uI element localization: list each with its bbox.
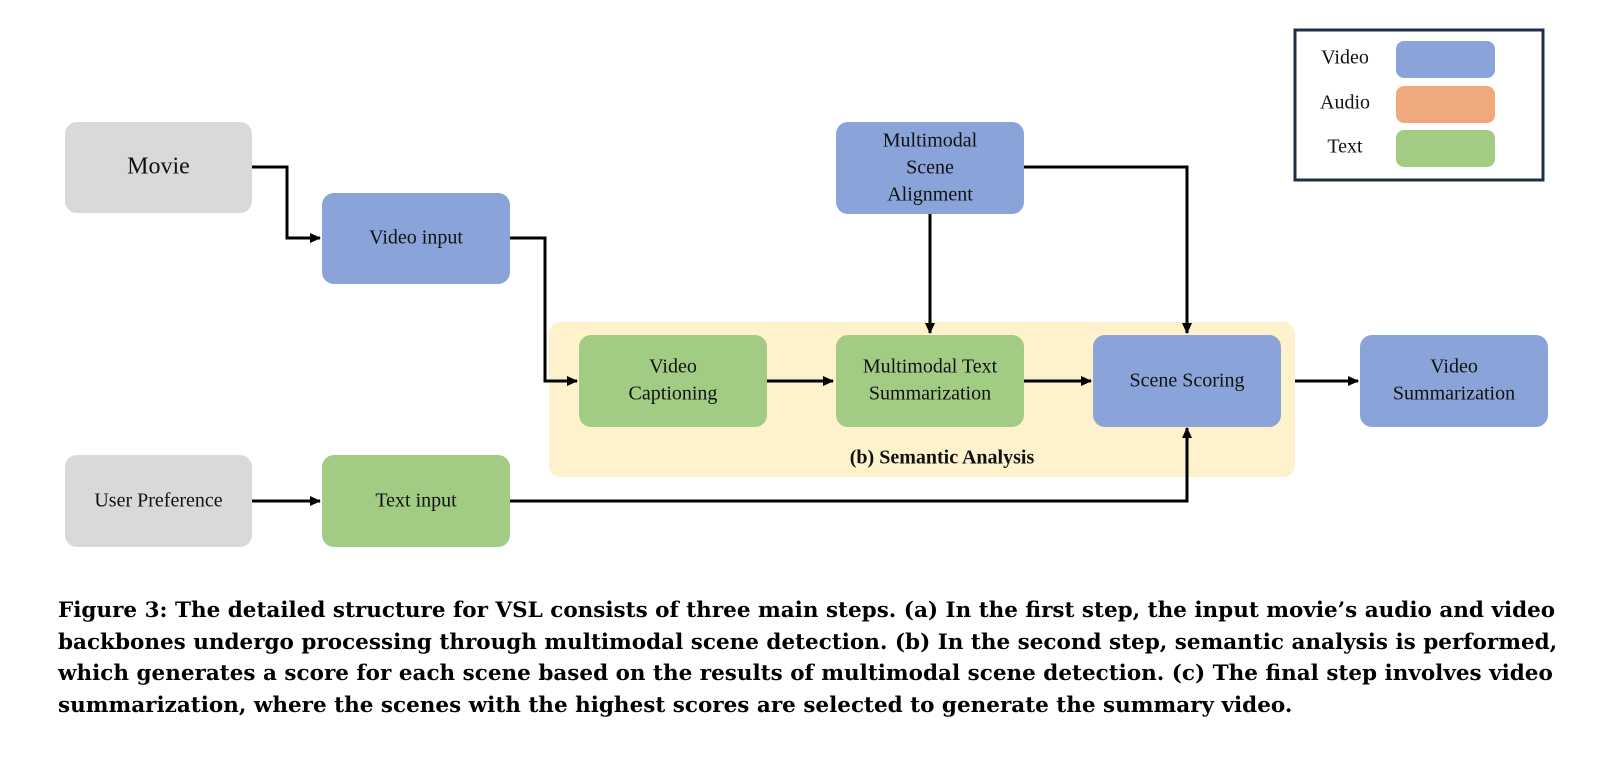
legend-label-video: Video [1321, 47, 1369, 69]
node-multimodal-scene-alignment: Multimodal Scene Alignment [836, 122, 1024, 214]
node-movie: Movie [65, 122, 252, 213]
legend-swatch-text [1396, 130, 1495, 167]
node-video-summarization-line-1: Video [1430, 356, 1478, 378]
node-msa-line-3: Alignment [887, 184, 973, 206]
node-video-captioning: Video Captioning [579, 335, 767, 427]
node-msa-line-1: Multimodal [883, 130, 978, 152]
node-scene-scoring: Scene Scoring [1093, 335, 1281, 427]
legend-label-text: Text [1327, 136, 1363, 158]
node-user-preference-label: User Preference [94, 490, 222, 512]
node-video-input: Video input [322, 193, 510, 284]
legend-swatch-video [1396, 41, 1495, 78]
legend-label-audio: Audio [1320, 92, 1370, 114]
node-msa-line-2: Scene [906, 157, 954, 179]
edge-video-input-to-captioning [510, 236, 578, 386]
node-video-summarization: Video Summarization [1360, 335, 1548, 427]
legend-swatch-audio [1396, 86, 1495, 123]
node-mts-line-2: Summarization [869, 383, 991, 405]
edge-movie-to-video-input [252, 165, 321, 243]
node-mts-line-1: Multimodal Text [863, 356, 998, 378]
node-user-preference: User Preference [65, 455, 252, 547]
vsl-structure-diagram: (b) Semantic Analysis Movie Video input … [65, 28, 1548, 547]
figure-caption: Figure 3: The detailed structure for VSL… [58, 598, 1558, 718]
legend: Video Audio Text [1293, 28, 1545, 182]
semantic-analysis-label: (b) Semantic Analysis [850, 447, 1035, 469]
edge-msa-to-scene-scoring [1024, 165, 1192, 334]
edge-text-input-to-scene-scoring [510, 427, 1192, 503]
node-text-input-label: Text input [375, 490, 457, 512]
node-video-summarization-line-2: Summarization [1393, 383, 1515, 405]
node-multimodal-text-summarization: Multimodal Text Summarization [836, 335, 1024, 427]
node-movie-label: Movie [127, 154, 190, 180]
node-video-captioning-line-2: Captioning [629, 383, 718, 405]
node-text-input: Text input [322, 455, 510, 547]
node-video-input-label: Video input [369, 227, 463, 249]
node-video-captioning-line-1: Video [649, 356, 697, 378]
node-scene-scoring-label: Scene Scoring [1130, 370, 1245, 392]
